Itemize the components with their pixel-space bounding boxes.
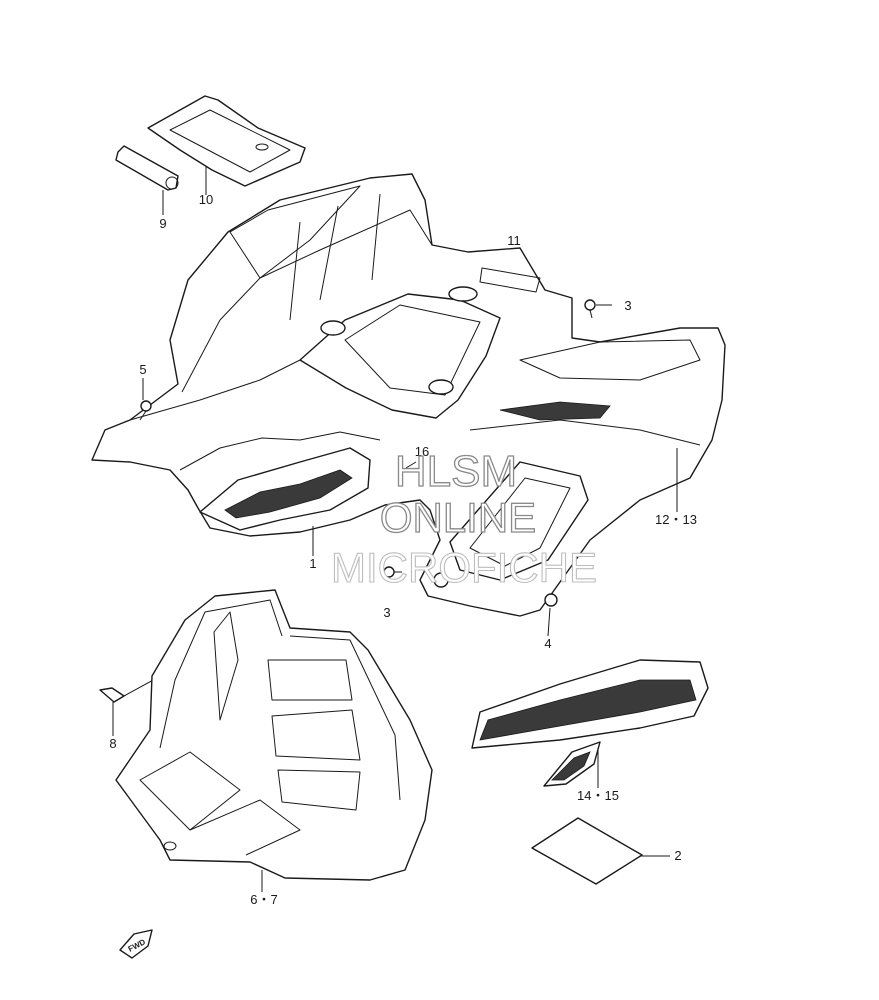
callout-4: 4 bbox=[544, 636, 551, 651]
part-10-pad bbox=[147, 95, 306, 187]
callout-3-top: 3 bbox=[624, 298, 631, 313]
fastener-3-top bbox=[584, 299, 596, 319]
watermark-line-3: MICROFICHE bbox=[331, 544, 597, 591]
leader-lines bbox=[112, 166, 678, 892]
callout-5: 5 bbox=[139, 362, 146, 377]
callout-3-bottom: 3 bbox=[383, 605, 390, 620]
callout-10: 10 bbox=[199, 192, 213, 207]
part-6-7-guard bbox=[115, 589, 433, 881]
callout-11: 11 bbox=[507, 233, 521, 248]
part-2-sheet bbox=[531, 817, 643, 885]
part-9-rod bbox=[115, 145, 179, 191]
callout-12-13: 12・13 bbox=[655, 512, 697, 527]
part-14-15-decal bbox=[471, 659, 709, 787]
watermark-line-2: ONLINE bbox=[380, 494, 536, 541]
watermark: HLSM ONLINE MICROFICHE bbox=[330, 446, 597, 591]
callout-14-15: 14・15 bbox=[577, 788, 619, 803]
callout-2: 2 bbox=[674, 848, 681, 863]
callout-labels: 9 10 11 3 5 16 12・13 1 3 4 8 14・15 2 6・7 bbox=[109, 192, 697, 907]
callout-1: 1 bbox=[309, 556, 316, 571]
fastener-5 bbox=[139, 400, 152, 421]
callout-6-7: 6・7 bbox=[250, 892, 277, 907]
part-11-rear-fender bbox=[91, 173, 726, 617]
fwd-arrow-icon: FWD bbox=[119, 929, 153, 959]
callout-8: 8 bbox=[109, 736, 116, 751]
callout-9: 9 bbox=[159, 216, 166, 231]
fastener-3-bottom bbox=[383, 566, 402, 578]
fastener-4 bbox=[544, 593, 558, 607]
callout-16: 16 bbox=[415, 444, 429, 459]
watermark-line-1: HLSM bbox=[395, 447, 517, 496]
